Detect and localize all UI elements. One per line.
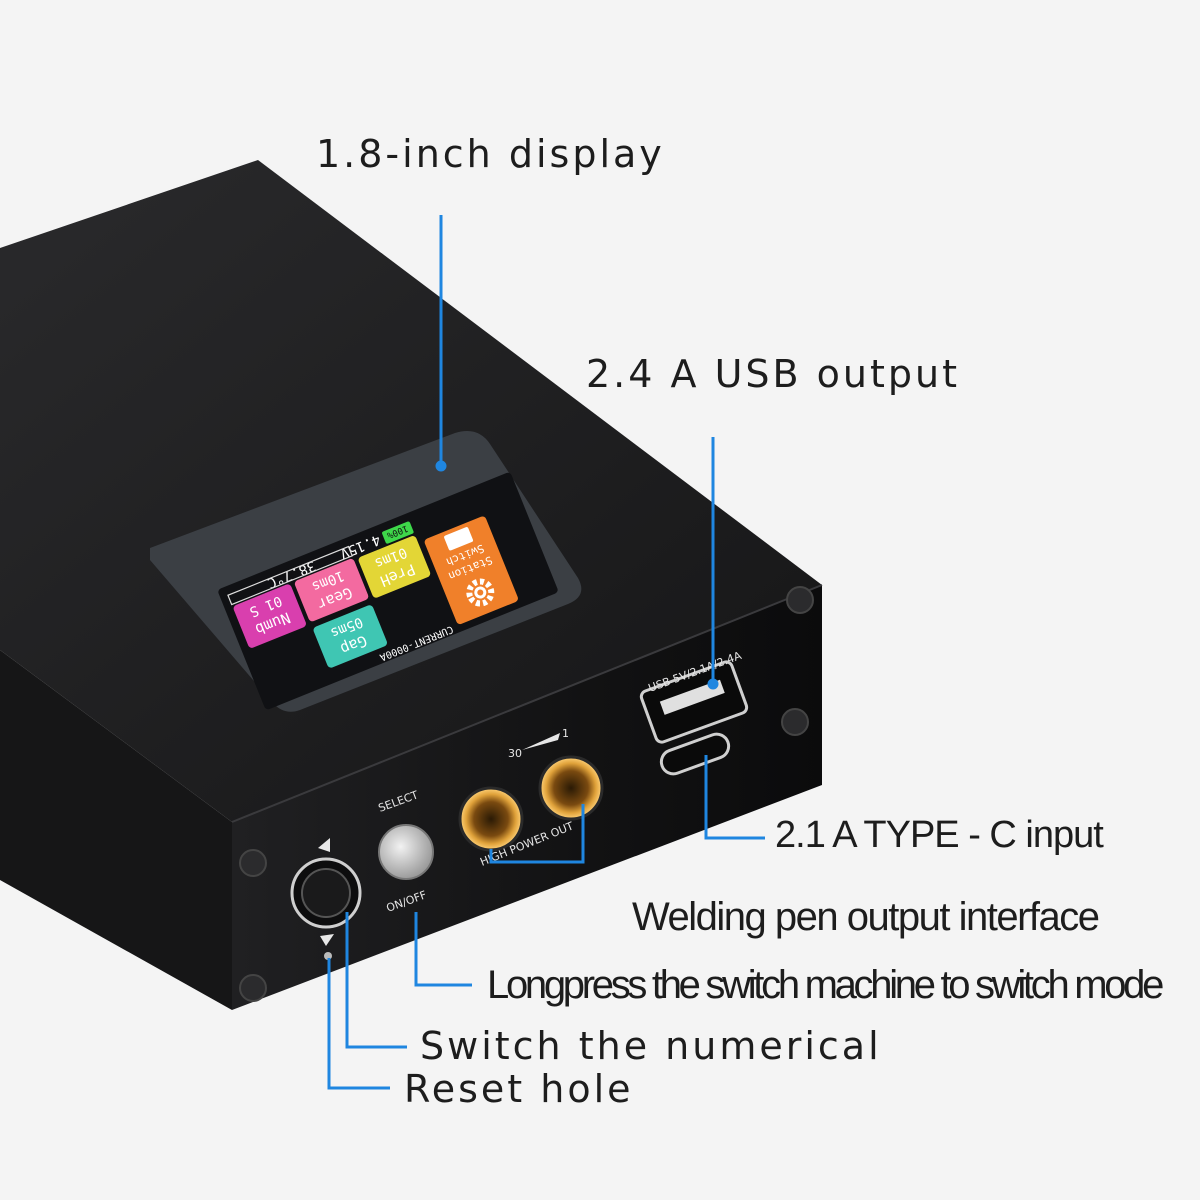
pen-socket-right[interactable] [538,755,604,821]
callout-long-press: Longpress the switch machine to switch m… [487,963,1164,1007]
current-bar [227,545,354,606]
rotary-knob[interactable] [301,868,351,918]
select-button[interactable] [378,824,434,880]
device-edge-highlight [231,584,823,823]
arrow-up-icon [318,838,330,852]
reset-leader [327,958,390,1090]
usb-a-tongue [659,679,725,715]
callout-pen-output: Welding pen output interface [632,895,1100,939]
usb-leader-dot [707,678,719,690]
callout-typec-input: 2.1 A TYPE - C input [775,814,1104,856]
usb-c-port[interactable] [658,731,732,777]
longpress-leader [414,912,472,987]
callout-switch-numerical: Switch the numerical [420,1024,882,1068]
screw [239,974,267,1002]
screw [786,586,814,614]
gear-scale-wedge [522,733,560,750]
device-left-edge [0,650,232,1010]
callout-reset-hole: Reset hole [404,1067,634,1111]
tile-gap [313,605,387,668]
arrow-down-icon [320,934,334,946]
gear-scale-1: 1 [562,727,569,740]
callout-display: 1.8-inch display [316,132,665,176]
screw [781,708,809,736]
screw [239,849,267,877]
folder-icon [444,527,474,551]
gear-icon [466,578,495,607]
tile-numb [233,584,306,648]
battery-indicator [382,521,414,544]
display-leader-dot [435,460,447,472]
tile-gear [294,558,369,622]
display-assembly: Numb 01 S Gap 05ms Gear 10ms PreH 01ms [150,431,582,712]
callout-usb-output: 2.4 A USB output [586,352,961,396]
tile-preh [358,536,431,598]
gear-scale-30: 30 [508,747,522,760]
pen-socket-left[interactable] [458,786,524,852]
pen-leader [489,804,585,864]
typec-leader [704,755,765,840]
callout-lines [327,215,765,1090]
switch-leader [345,912,407,1049]
